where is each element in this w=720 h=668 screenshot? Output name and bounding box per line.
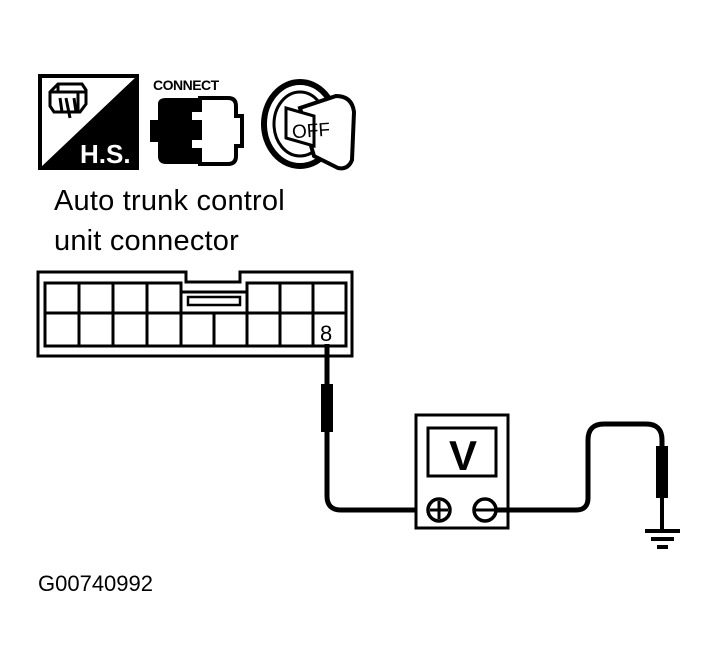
connect-label: CONNECT [153, 77, 220, 93]
trunk-control-unit-connector: 8 [36, 270, 354, 358]
ignition-off-icon: OFF [261, 79, 357, 171]
figure-id: G00740992 [38, 571, 153, 596]
harness-hs-icon: H.S. [38, 74, 139, 170]
harness-label: H.S. [80, 139, 131, 169]
ignition-label: OFF [291, 120, 330, 144]
pin-8-label: 8 [320, 321, 332, 346]
voltmeter: V [414, 413, 510, 530]
ground-icon [645, 529, 680, 549]
positive-probe-lead [321, 344, 430, 513]
connector-caption-line2: unit connector [54, 225, 239, 257]
voltmeter-display-label: V [449, 432, 477, 479]
negative-probe-lead [496, 421, 668, 530]
negative-terminal-icon [472, 497, 498, 523]
positive-terminal-icon [426, 497, 452, 523]
connect-icon: CONNECT [150, 77, 244, 166]
connector-caption-line1: Auto trunk control [54, 185, 285, 217]
